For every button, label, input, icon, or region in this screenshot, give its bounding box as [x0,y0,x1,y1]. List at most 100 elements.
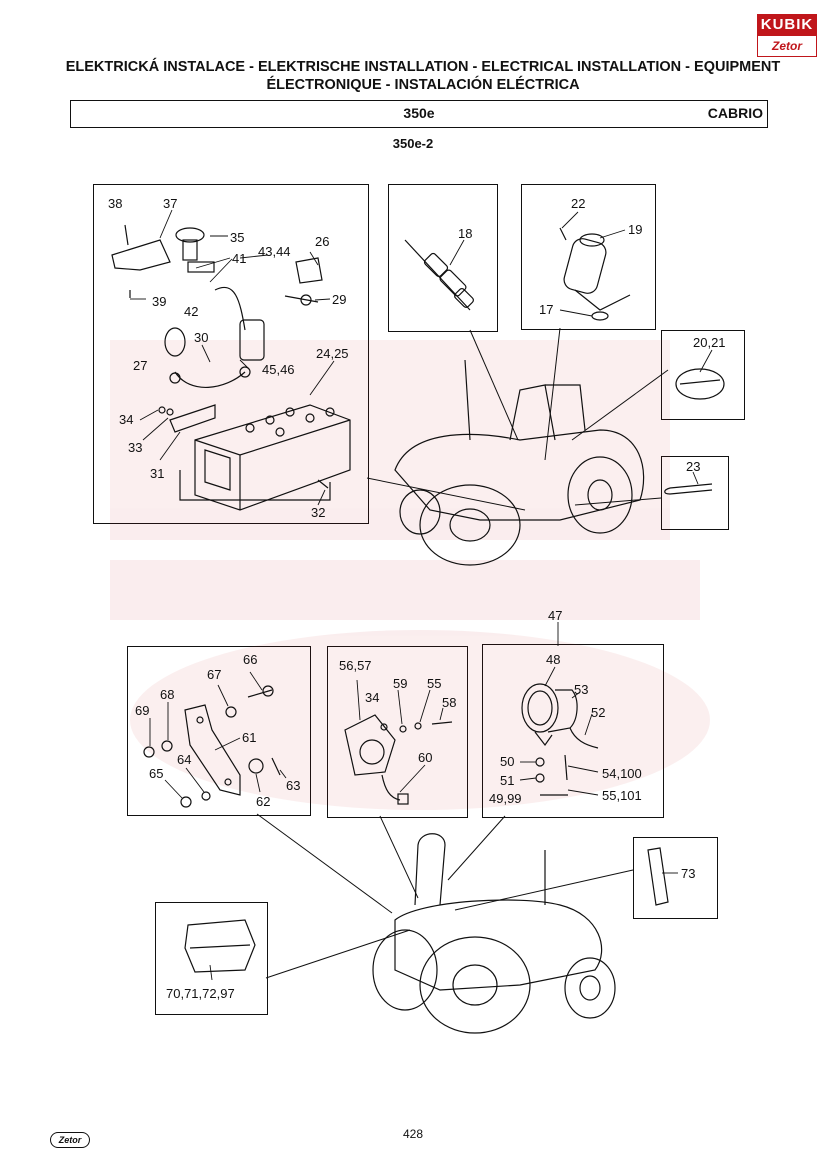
callout-54-100: 54,100 [602,766,642,781]
callout-58: 58 [442,695,457,710]
callout-59: 59 [393,676,408,691]
lamp-20-icon [675,368,725,400]
callout-19: 19 [628,222,643,237]
model-box: 350e CABRIO [70,100,768,128]
callout-55-101: 55,101 [602,788,642,803]
washer-55-icon [414,722,422,730]
logo-bottom-text: Zetor [757,36,817,57]
washer-64-icon [201,791,211,801]
bolt-66-icon [247,685,274,698]
callout-65: 65 [149,766,164,781]
callout-45-46: 45,46 [262,362,295,377]
kubik-zetor-logo: KUBIK Zetor [757,14,817,60]
horn-19-icon [563,233,631,321]
ring-27-icon [164,327,186,357]
callout-26: 26 [315,234,330,249]
callout-33: 33 [128,440,143,455]
subassembly-code: 350e-2 [392,136,434,151]
washer-33-icon [166,408,174,416]
callout-68: 68 [160,687,175,702]
zetor-footer-logo: Zetor [50,1132,90,1148]
callout-66: 66 [243,652,258,667]
variant-label: CABRIO [707,105,763,121]
cable-30-icon [169,366,251,388]
bolt-54-icon [564,754,568,781]
callout-60: 60 [418,750,433,765]
washer-62-icon [248,758,264,774]
callout-63: 63 [286,778,301,793]
callout-43-44: 43,44 [258,244,291,259]
callout-50: 50 [500,754,515,769]
callout-56-57: 56,57 [339,658,372,673]
sensor-18-icon [404,239,474,311]
page-title-line2: ÉLECTRONIQUE - INSTALACIÓN ELÉCTRICA [266,77,580,93]
worklamp-panel [482,644,664,818]
page-title-line1: ELEKTRICKÁ INSTALACE - ELEKTRISCHE INSTA… [65,59,781,75]
callout-48: 48 [546,652,561,667]
tractor-bottom-icon [372,833,616,1034]
callout-17: 17 [539,302,554,317]
leader-lines-lower [256,813,634,979]
callout-39: 39 [152,294,167,309]
reflector-73-icon [647,847,669,906]
callout-61: 61 [242,730,257,745]
bracket-37-icon [111,224,171,298]
callout-73: 73 [681,866,696,881]
socket-56-icon [344,714,409,805]
callout-29: 29 [332,292,347,307]
washer-59-icon [399,725,407,733]
clamp-29-icon [284,294,319,306]
callout-37: 37 [163,196,178,211]
washer-67-icon [225,706,237,718]
battery-bracket-icon [169,404,331,501]
bracket-61-icon [184,704,241,796]
screw-22-icon [559,227,567,241]
cover-26-icon [295,257,323,284]
callout-24-25: 24,25 [316,346,349,361]
callout-53: 53 [574,682,589,697]
battery-panel [93,184,369,524]
tail-lamp-panel [155,902,268,1015]
callout-70-71-72-97: 70,71,72,97 [166,986,235,1001]
horn-panel [521,184,656,330]
socket-panel [327,646,468,818]
nut-34b-icon [380,723,388,731]
bracket-panel [127,646,311,816]
callout-34-socket: 34 [365,690,380,705]
nut-34-icon [158,406,166,414]
callout-22: 22 [571,196,586,211]
cable-43-icon [214,286,265,361]
callout-49-99: 49,99 [489,791,522,806]
belt-panel [661,456,729,530]
callout-35: 35 [230,230,245,245]
washer-68-icon [161,740,173,752]
callout-27: 27 [133,358,148,373]
callout-41: 41 [232,251,247,266]
callout-leaders [130,209,713,981]
callout-47: 47 [548,608,563,623]
leader-lines-upper [366,327,669,511]
callout-23: 23 [686,459,701,474]
logo-top-text: KUBIK [757,14,817,36]
tail-lamp-70-icon [184,919,256,973]
worklamp-48-icon [521,683,599,749]
callout-38: 38 [108,196,123,211]
callout-64: 64 [177,752,192,767]
nut-69-icon [143,746,155,758]
switch-35-icon [175,227,215,273]
callout-31: 31 [150,466,165,481]
battery-icon [194,404,351,511]
callout-52: 52 [591,705,606,720]
callout-34: 34 [119,412,134,427]
belt-23-icon [664,483,713,495]
callout-55: 55 [427,676,442,691]
callout-20-21: 20,21 [693,335,726,350]
model-code: 350e [403,105,435,121]
callout-42: 42 [184,304,199,319]
bolt-58-icon [431,721,453,725]
reflector-panel [633,837,718,919]
callout-32: 32 [311,505,326,520]
tractor-top-icon [394,359,645,566]
callout-30: 30 [194,330,209,345]
